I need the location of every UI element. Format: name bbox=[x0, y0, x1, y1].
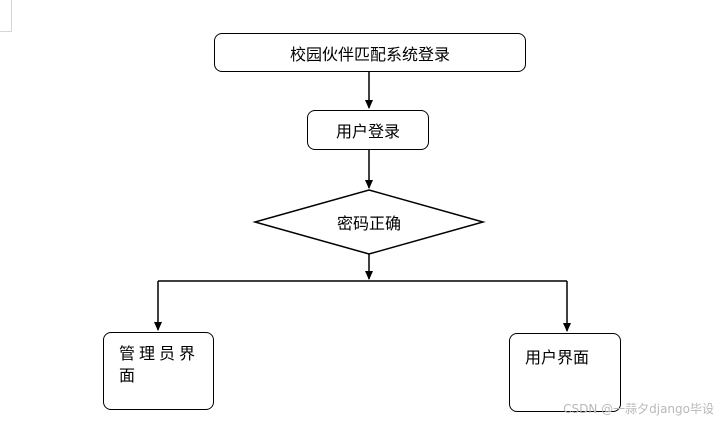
user-interface-node: 用户界面 bbox=[509, 333, 621, 412]
watermark: CSDN @一蒜夕django毕设 bbox=[563, 402, 714, 416]
page-corner-mark bbox=[0, 0, 12, 32]
system-login-node-label: 校园伙伴匹配系统登录 bbox=[289, 44, 450, 64]
user-login-node-label: 用户登录 bbox=[335, 122, 400, 141]
admin-interface-node: 管理员界面 bbox=[103, 332, 214, 410]
user-interface-node-label: 用户界面 bbox=[525, 348, 590, 367]
admin-interface-node-label: 管理员界面 bbox=[119, 344, 200, 385]
password-check-label: 密码正确 bbox=[336, 214, 401, 233]
system-login-node: 校园伙伴匹配系统登录 bbox=[214, 33, 526, 72]
user-login-node: 用户登录 bbox=[307, 110, 429, 150]
